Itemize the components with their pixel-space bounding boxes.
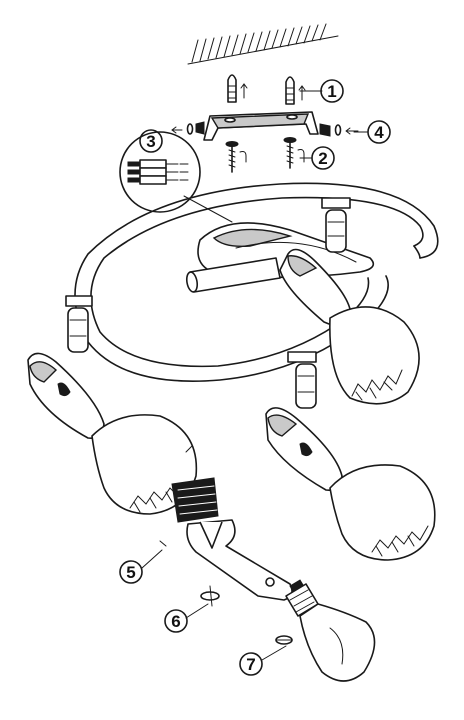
bulb-socket [285,579,319,617]
mounting-bracket [203,111,319,141]
o-ring-7 [275,635,293,645]
callout-7-label: 7 [246,655,255,674]
bracket-screw-left [171,121,205,135]
leader-lines [141,90,369,661]
arm-joint-front [287,351,317,409]
callout-6-label: 6 [171,612,180,631]
callout-3-label: 3 [146,132,155,151]
spot-lamp-front [265,407,436,561]
connecting-tube [185,257,281,293]
callout-3: 3 [139,129,163,153]
spot-lamp-left [27,352,198,515]
callout-4-label: 4 [374,123,384,142]
callout-1-label: 1 [327,82,336,101]
wall-dowel-right [285,76,306,105]
lamp-holder-bracket [186,519,293,601]
callout-5: 5 [119,560,143,584]
arm-joint-top [321,197,351,253]
callout-1: 1 [320,79,344,103]
mounting-screw-right [283,137,305,169]
reflector-bulb [299,603,376,682]
callout-6: 6 [164,609,188,633]
ceiling-hatch [187,23,339,65]
callout-2-label: 2 [318,149,327,168]
callout-7: 7 [239,652,263,676]
threaded-nipple [171,477,219,523]
arm-joint-left [65,295,93,353]
callout-5-label: 5 [126,563,135,582]
bracket-screw-right [319,123,359,137]
curved-arm [74,182,439,382]
terminal-block-inset [119,131,233,223]
washer [200,585,220,607]
wall-dowel-left [227,74,248,103]
callout-4: 4 [367,120,391,144]
mounting-screw-left [225,141,247,173]
spot-lamp-upper [279,248,420,405]
callout-2: 2 [311,146,335,170]
